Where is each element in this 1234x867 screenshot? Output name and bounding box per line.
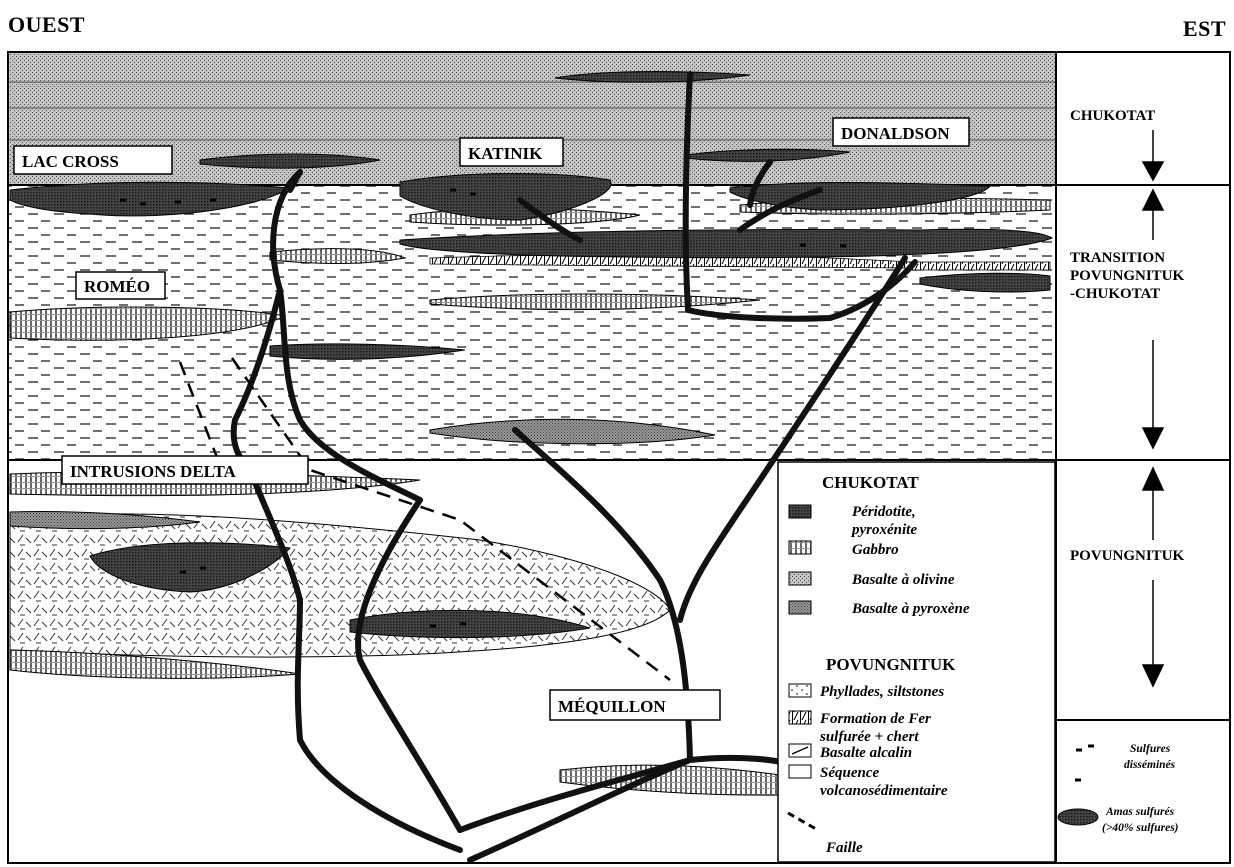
legend-phyllades: Phyllades, siltstones [820,684,944,700]
label-donaldson: DONALDSON [841,124,950,143]
swatch-peridotite [789,505,811,518]
legend-disseminated-2: disséminés [1124,759,1176,771]
swatch-basalt-pyroxene [789,601,811,614]
legend-alkaline-basalt: Basalte alcalin [819,745,912,761]
strat-chukotat: CHUKOTAT [1070,108,1155,124]
legend-fault: Faille [825,840,863,856]
legend-disseminated-1: Sulfures [1130,743,1171,755]
legend-basalt-pyroxene: Basalte à pyroxène [851,601,970,617]
strat-povungnituk: POVUNGNITUK [1070,548,1185,564]
legend-chukotat-title: CHUKOTAT [822,473,919,492]
swatch-gabbro [789,541,811,554]
swatch-phyllades [789,684,811,697]
strat-transition-1: TRANSITION [1070,250,1165,266]
label-lac-cross: LAC CROSS [22,152,119,171]
legend-povungnituk-title: POVUNGNITUK [826,655,956,674]
strat-transition-2: POVUNGNITUK [1070,268,1185,284]
swatch-basalt-olivine [789,572,811,585]
swatch-volcano-sedimentary [789,765,811,778]
legend-sequence-1: Séquence [820,765,880,781]
legend-iron-2: sulfurée + chert [819,729,919,745]
legend-basalt-olivine: Basalte à olivine [851,572,955,588]
legend-sequence-2: volcanosédimentaire [820,783,948,799]
strat-transition-3: -CHUKOTAT [1070,286,1160,302]
label-mequillon: MÉQUILLON [558,697,666,716]
legend-gabbro: Gabbro [852,542,899,558]
legend-peridotite-2: pyroxénite [850,522,917,538]
label-intrusions-delta: INTRUSIONS DELTA [70,462,237,481]
label-romeo: ROMÉO [84,277,150,296]
legend-iron-1: Formation de Fer [819,711,931,727]
label-katinik: KATINIK [468,144,543,163]
legend-massive-1: Amas sulfurés [1105,806,1175,818]
legend-peridotite-1: Péridotite, [852,504,916,520]
swatch-iron-formation [789,711,811,724]
legend-massive-2: (>40% sulfures) [1102,822,1179,834]
